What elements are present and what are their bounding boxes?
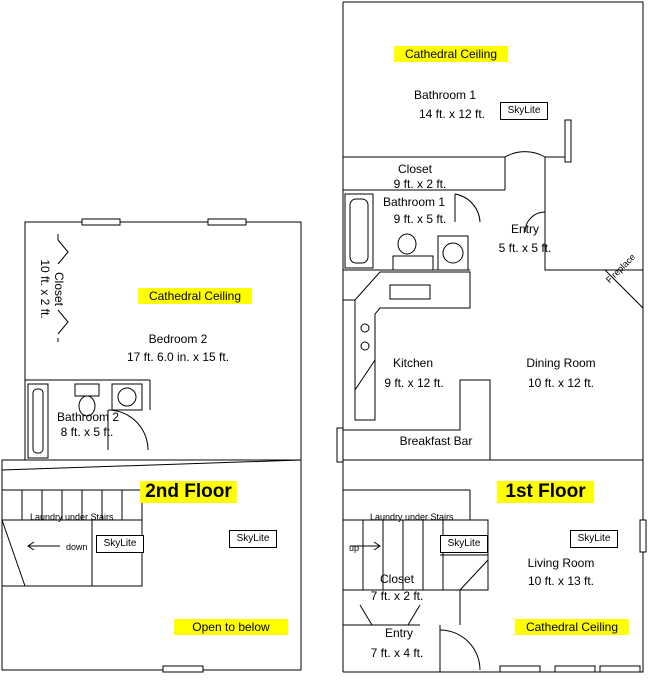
small-bathroom-1-size: 9 ft. x 5 ft. xyxy=(393,212,447,226)
second-floor-stairs-skylite: SkyLite xyxy=(96,535,144,553)
small-bathroom-1-name: Bathroom 1 xyxy=(382,195,446,209)
living-room-name: Living Room xyxy=(527,556,595,570)
bedroom-2-name: Bedroom 2 xyxy=(148,332,208,346)
first-floor-laundry-note: Laundry under Stairs xyxy=(370,512,454,522)
bathroom-2-size: 8 ft. x 5 ft. xyxy=(60,425,114,439)
upper-closet-name: Closet xyxy=(397,162,432,176)
second-floor-loft-skylite: SkyLite xyxy=(229,530,277,548)
first-floor-top-cathedral-ceiling-note: Cathedral Ceiling xyxy=(394,46,508,62)
second-floor-closet-size: 10 ft. x 2 ft. xyxy=(38,259,52,319)
bathroom-1-master-name: Bathroom 1 xyxy=(413,88,477,102)
lower-entry-size: 7 ft. x 4 ft. xyxy=(370,646,424,660)
breakfast-bar-label: Breakfast Bar xyxy=(399,434,473,448)
second-floor-stair-direction: down xyxy=(66,542,88,552)
second-floor-laundry-note: Laundry under Stairs xyxy=(30,512,114,522)
first-floor-stairs-skylite: SkyLite xyxy=(440,535,488,553)
living-room-size: 10 ft. x 13 ft. xyxy=(527,574,595,588)
second-floor-walls xyxy=(1,218,302,673)
second-floor-label: 2nd Floor xyxy=(140,481,237,503)
first-floor-bottom-cathedral-ceiling-note: Cathedral Ceiling xyxy=(515,619,629,635)
first-floor-stair-direction: up xyxy=(349,543,360,553)
upper-closet-size: 9 ft. x 2 ft. xyxy=(393,177,447,191)
lower-closet-name: Closet xyxy=(379,572,414,586)
dining-room-name: Dining Room xyxy=(526,356,596,370)
bathroom-1-skylite: SkyLite xyxy=(500,102,548,120)
lower-closet-size: 7 ft. x 2 ft. xyxy=(370,589,424,603)
second-floor-cathedral-ceiling-note: Cathedral Ceiling xyxy=(138,288,252,304)
upper-entry-name: Entry xyxy=(510,222,539,236)
dining-room-size: 10 ft. x 12 ft. xyxy=(527,376,595,390)
open-to-below-note: Open to below xyxy=(174,619,288,635)
bedroom-2-size: 17 ft. 6.0 in. x 15 ft. xyxy=(126,350,230,364)
lower-entry-name: Entry xyxy=(384,626,413,640)
first-floor-label: 1st Floor xyxy=(497,481,594,503)
second-floor-closet-name: Closet xyxy=(52,271,66,306)
kitchen-size: 9 ft. x 12 ft. xyxy=(384,376,444,390)
upper-entry-size: 5 ft. x 5 ft. xyxy=(498,241,552,255)
living-room-skylite: SkyLite xyxy=(570,530,618,548)
second-floor-closet-label: Closet 10 ft. x 2 ft. xyxy=(24,234,66,344)
first-floor-walls xyxy=(336,1,647,673)
bathroom-1-master-size: 14 ft. x 12 ft. xyxy=(418,107,486,121)
bathroom-2-name: Bathroom 2 xyxy=(56,410,120,424)
kitchen-name: Kitchen xyxy=(392,356,434,370)
